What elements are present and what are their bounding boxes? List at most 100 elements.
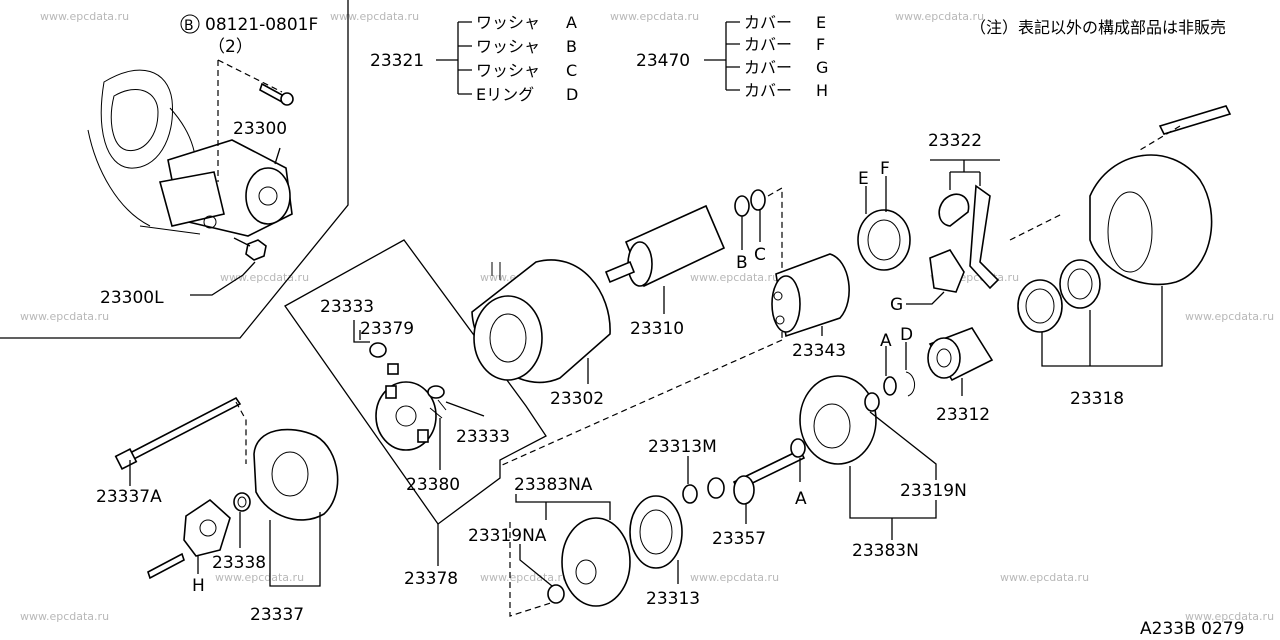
letter-label-B: B xyxy=(736,253,748,273)
note-text: （注）表記以外の構成部品は非販売 xyxy=(970,18,1226,37)
legend-bracket xyxy=(704,21,740,91)
assembly-dash-guide xyxy=(499,339,783,467)
part-label-23333: 23333 xyxy=(456,427,510,447)
part-label-23357: 23357 xyxy=(712,529,766,549)
leader-23319NA xyxy=(519,544,553,587)
yoke-end-drawing xyxy=(473,295,543,381)
rear-housing-boss xyxy=(271,451,309,497)
bolt-spec: B 08121-0801F （2） xyxy=(180,14,318,57)
leader-23383N xyxy=(849,466,937,540)
part-label-23337A: 23337A xyxy=(96,487,162,507)
leader-a-d xyxy=(885,342,907,376)
seal-ring-2-drawing xyxy=(1059,259,1101,309)
part-label-23302: 23302 xyxy=(550,389,604,409)
brush-holder-group: 23333 23379 23333 23380 23378 xyxy=(284,239,547,589)
watermark: www.epcdata.ru xyxy=(40,10,129,23)
legend-item-key: F xyxy=(816,35,825,54)
legend-code: 23470 xyxy=(636,51,690,71)
leader-e-f xyxy=(865,176,887,214)
watermark: www.epcdata.ru xyxy=(480,571,569,584)
bearing-drawing xyxy=(629,495,683,569)
cover-h-hole xyxy=(199,519,217,537)
spring-leg-drawing xyxy=(429,399,447,419)
leader-23333a xyxy=(353,320,370,343)
letter-label-H: H xyxy=(192,576,205,596)
ring-gear-drawing xyxy=(799,375,877,465)
legend-item-key: H xyxy=(816,81,828,100)
shaft-group: A 23357 xyxy=(707,438,807,549)
part-label-23310: 23310 xyxy=(630,319,684,339)
bolt-head-drawing xyxy=(280,92,294,106)
legend-23470: 23470 カバー E カバー F カバー G カバー H xyxy=(636,13,828,100)
watermark: www.epcdata.ru xyxy=(1000,571,1089,584)
terminal-drawing xyxy=(203,215,217,229)
inset-leaders xyxy=(190,147,281,296)
inset-vehicle-mount: 23300 23300L xyxy=(0,0,349,339)
starter-endcap-hub xyxy=(258,186,278,206)
watermark: www.epcdata.ru xyxy=(610,10,699,23)
through-bolt-drawing xyxy=(126,396,242,462)
drive-housing-group: 23383NA 23319NA xyxy=(468,475,631,617)
legend-bracket xyxy=(436,21,472,95)
bearing-m-drawing xyxy=(682,484,698,504)
bushing-drawing xyxy=(233,492,251,512)
leader-23383NA xyxy=(515,494,611,520)
legend-code: 23321 xyxy=(370,51,424,71)
watermark: www.epcdata.ru xyxy=(1185,310,1274,323)
diagram-code: A233B 0279 xyxy=(1140,619,1244,639)
leader-23318 xyxy=(1041,286,1163,367)
solenoid-terminal xyxy=(773,291,783,301)
rear-housing-drawing xyxy=(253,428,339,521)
washer-drawing xyxy=(864,392,880,412)
e-ring-d-drawing xyxy=(905,371,915,397)
pinion-group: 23312 A D xyxy=(880,325,994,425)
solenoid-terminal xyxy=(775,315,785,325)
shaft-gear-drawing xyxy=(733,475,755,505)
legend-item-name: カバー xyxy=(744,35,792,54)
letter-label-D: D xyxy=(900,325,913,345)
part-label-23318: 23318 xyxy=(1070,389,1124,409)
legend-item-key: C xyxy=(566,61,577,80)
legend-item-name: ワッシャ xyxy=(476,37,540,56)
watermark: www.epcdata.ru xyxy=(895,10,984,23)
drive-housing-hub xyxy=(575,559,597,585)
letter-label-G: G xyxy=(890,295,903,315)
part-label-23312: 23312 xyxy=(936,405,990,425)
part-label-23383NA: 23383NA xyxy=(514,475,593,495)
legend-item-name: カバー xyxy=(744,58,792,77)
cover-g-drawing xyxy=(929,249,965,293)
front-housing-opening xyxy=(1107,191,1153,273)
legend-item-name: ワッシャ xyxy=(476,61,540,80)
part-label-23379: 23379 xyxy=(360,319,414,339)
leader-23333b xyxy=(445,401,485,417)
bolt-qty: （2） xyxy=(208,37,253,57)
legend-23321: 23321 ワッシャ A ワッシャ B ワッシャ C Eリング D xyxy=(370,13,578,104)
legend-item-name: カバー xyxy=(744,81,792,100)
brush-drawing xyxy=(417,429,429,443)
letter-label-F: F xyxy=(880,159,890,179)
through-bolt-head-drawing xyxy=(114,448,138,470)
part-label-23313M: 23313M xyxy=(648,437,717,457)
part-label-23383N: 23383N xyxy=(852,541,919,561)
group-frame-23378 xyxy=(284,239,547,525)
watermark: www.epcdata.ru xyxy=(20,610,109,623)
part-label-23338: 23338 xyxy=(212,553,266,573)
letter-label-A: A xyxy=(880,331,892,351)
rear-cover-group: 23337A 23338 H 23337 xyxy=(96,396,339,625)
watermark: www.epcdata.ru xyxy=(330,10,419,23)
shaft-end-drawing xyxy=(707,477,725,499)
seal-ring-1-inner xyxy=(1025,288,1055,324)
leader-b-c xyxy=(741,210,761,250)
watermark: www.epcdata.ru xyxy=(20,310,109,323)
watermark: www.epcdata.ru xyxy=(215,571,304,584)
leader-23319N xyxy=(869,411,937,480)
engine-flange-drawing xyxy=(100,69,174,169)
drive-bushing-drawing xyxy=(547,584,565,604)
brush-drawing xyxy=(385,385,397,399)
solenoid-drawing xyxy=(158,171,225,227)
bolt-dash-guide xyxy=(217,59,283,182)
part-label-23337: 23337 xyxy=(250,605,304,625)
cover-e-f-inner xyxy=(867,219,901,261)
clip-drawing xyxy=(387,363,399,375)
part-label-23300: 23300 xyxy=(233,119,287,139)
